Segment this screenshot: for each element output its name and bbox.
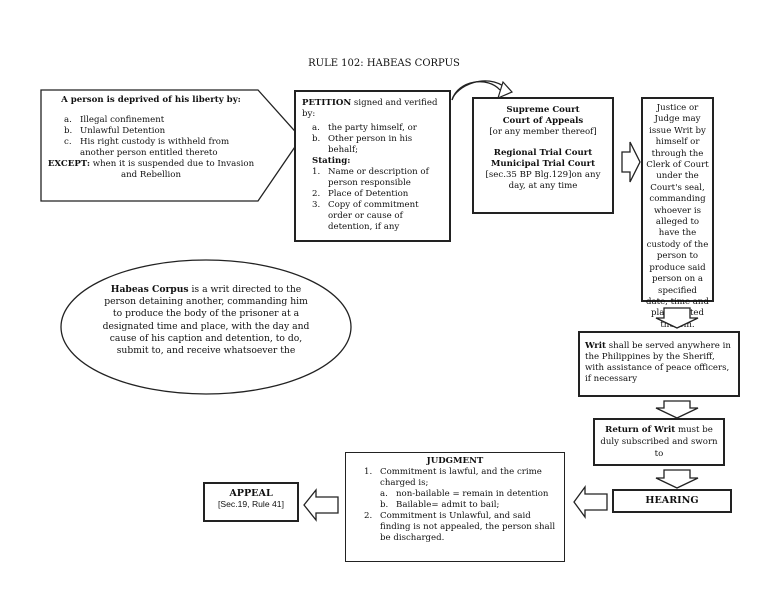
petition-by-item: b.Other person in his behalf; bbox=[312, 134, 413, 155]
judgment-item: 1.Commitment is lawful, and the crime ch… bbox=[364, 467, 542, 488]
court-supreme: Supreme Court bbox=[506, 105, 580, 115]
petition-heading: PETITION signed and verified by: bbox=[302, 98, 438, 119]
petition-stating-item: 2.Place of Detention bbox=[312, 189, 409, 199]
courts-box: Supreme Court Court of Appeals [or any m… bbox=[472, 97, 614, 214]
appeal-box: APPEAL [Sec.19, Rule 41] bbox=[203, 482, 299, 522]
deprivation-heading: A person is deprived of his liberty by: bbox=[61, 95, 241, 105]
judgment-heading: JUDGMENT bbox=[426, 456, 484, 466]
petition-stating-label: Stating: bbox=[312, 156, 351, 166]
petition-by-item: a.the party himself, or bbox=[312, 123, 417, 133]
appeal-heading: APPEAL bbox=[229, 488, 273, 499]
judgment-item: 2.Commitment is Unlawful, and said findi… bbox=[364, 511, 556, 543]
deprivation-item: b.Unlawful Detention bbox=[64, 126, 166, 136]
court-rtc: Regional Trial Court bbox=[493, 148, 593, 158]
court-mtc-note: [sec.35 BP Blg.129]on any day, at any ti… bbox=[485, 170, 601, 191]
deprivation-block: A person is deprived of his liberty by: … bbox=[46, 95, 256, 181]
judgment-subitem: b.Bailable= admit to bail; bbox=[380, 500, 500, 510]
court-appeals: Court of Appeals bbox=[502, 116, 584, 126]
return-writ-box: Return of Writ must be duly subscribed a… bbox=[593, 418, 725, 466]
deprivation-item: a.Illegal confinement bbox=[64, 115, 165, 125]
petition-stating-item: 1.Name or description of person responsi… bbox=[312, 167, 429, 188]
petition-box: PETITION signed and verified by: a.the p… bbox=[294, 90, 451, 242]
definition-block: Habeas Corpus is a writ directed to the … bbox=[100, 284, 312, 385]
writ-box: Writ shall be served anywhere in the Phi… bbox=[578, 331, 740, 397]
definition-text: Habeas Corpus is a writ directed to the … bbox=[102, 284, 310, 357]
appeal-note: [Sec.19, Rule 41] bbox=[218, 499, 284, 509]
court-mtc: Municipal Trial Court bbox=[490, 159, 596, 169]
hearing-label: HEARING bbox=[645, 495, 699, 506]
judgment-subitem: a.non-bailable = remain in detention bbox=[380, 489, 549, 499]
justice-box: Justice or Judge may issue Writ by himse… bbox=[641, 97, 714, 330]
return-writ-text: Return of Writ must be duly subscribed a… bbox=[600, 425, 718, 459]
court-appeals-note: [or any member thereof] bbox=[489, 127, 597, 137]
writ-text: Writ shall be served anywhere in the Phi… bbox=[585, 341, 731, 384]
judgment-box: JUDGMENT 1.Commitment is lawful, and the… bbox=[345, 452, 565, 562]
deprivation-item: c.His right custody is withheld from ano… bbox=[64, 137, 230, 158]
justice-text: Justice or Judge may issue Writ by himse… bbox=[646, 103, 709, 330]
petition-stating-item: 3.Copy of commitment order or cause of d… bbox=[312, 200, 419, 232]
page-title: RULE 102: HABEAS CORPUS bbox=[308, 58, 460, 69]
hearing-box: HEARING bbox=[612, 489, 732, 513]
deprivation-exception: EXCEPT: when it is suspended due to Inva… bbox=[47, 159, 255, 180]
